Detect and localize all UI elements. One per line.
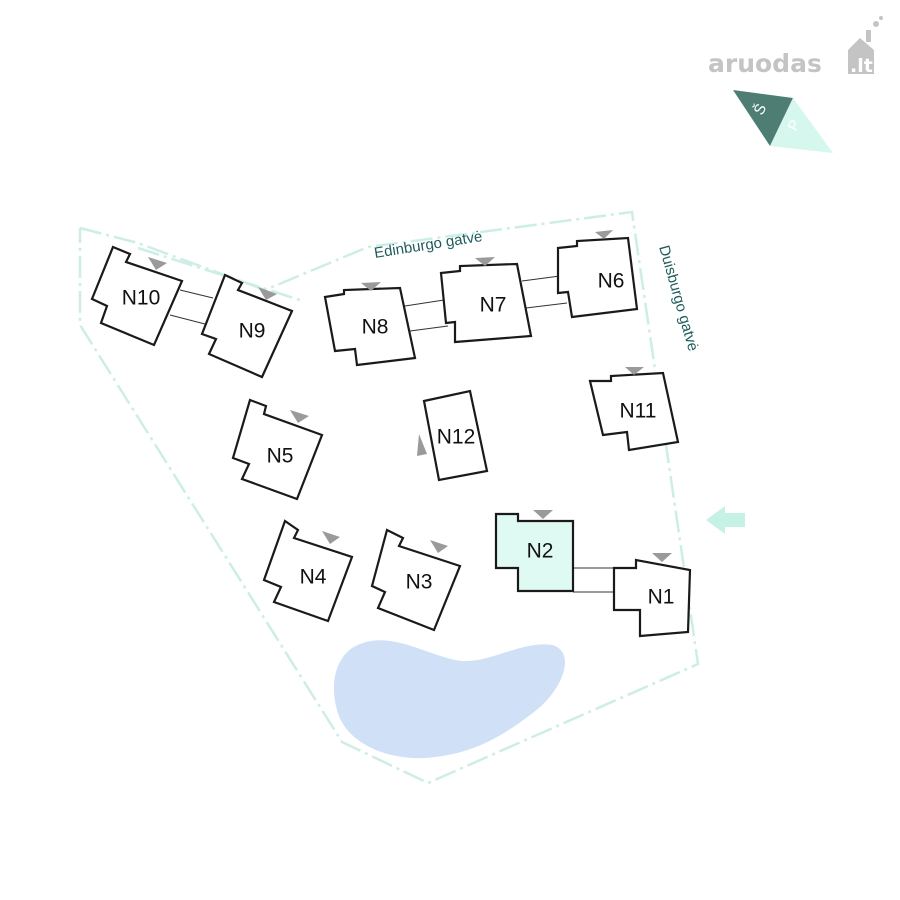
compass-north-shape [733,90,793,146]
entrance-marker-icon [148,257,167,270]
building-n8[interactable]: N8 [323,282,417,367]
building-connectors [169,275,614,593]
entrance-arrow-icon [706,506,745,534]
entrance-marker-icon [258,287,277,300]
compass-south-shape [770,98,833,153]
entrance-marker-icon [430,540,448,553]
building-label: N8 [362,316,389,339]
building-label: N3 [406,571,433,594]
entrance-marker-icon [533,510,553,519]
pond [333,640,565,759]
building-label: N2 [527,540,554,563]
building-n6[interactable]: N6 [556,230,639,319]
building-label: N5 [267,445,294,468]
building-label: N4 [300,566,327,589]
entrance-marker-icon [475,257,495,266]
building-label: N6 [598,270,625,293]
street-label-east: Duisburgo gatvė [655,243,701,353]
building-n7[interactable]: N7 [439,257,533,344]
aruodas-watermark: aruodas .lt [708,16,883,78]
building-label: N12 [437,426,476,449]
entrance-marker-icon [652,553,672,562]
building-label: N1 [648,586,675,609]
building-n1[interactable]: N1 [612,553,692,638]
entrance-marker-icon [625,367,644,375]
watermark-tld: .lt [850,55,873,77]
building-n10[interactable]: N10 [90,245,184,347]
building-n2[interactable]: N2 [494,510,575,593]
street-label-north: Edinburgo gatvė [373,228,484,262]
watermark-brand: aruodas [708,49,822,78]
building-label: N10 [122,287,161,310]
entrance-marker-icon [322,531,340,544]
building-n12[interactable]: N12 [417,389,489,482]
entrance-marker-icon [290,410,309,423]
building-n5[interactable]: N5 [231,398,324,501]
entrance-marker-icon [595,230,613,239]
building-n11[interactable]: N11 [588,367,680,452]
site-boundary-inner [137,246,301,302]
building-label: N11 [620,400,657,423]
site-boundary [78,210,700,785]
building-label: N9 [239,320,266,343]
building-label: N7 [480,294,507,317]
building-n3[interactable]: N3 [370,528,462,632]
building-n4[interactable]: N4 [262,519,354,623]
entrance-marker-icon [361,282,381,291]
house-icon [848,16,883,74]
entrance-marker-icon [417,434,427,456]
compass: Š P [733,90,833,153]
building-n9[interactable]: N9 [200,273,294,379]
